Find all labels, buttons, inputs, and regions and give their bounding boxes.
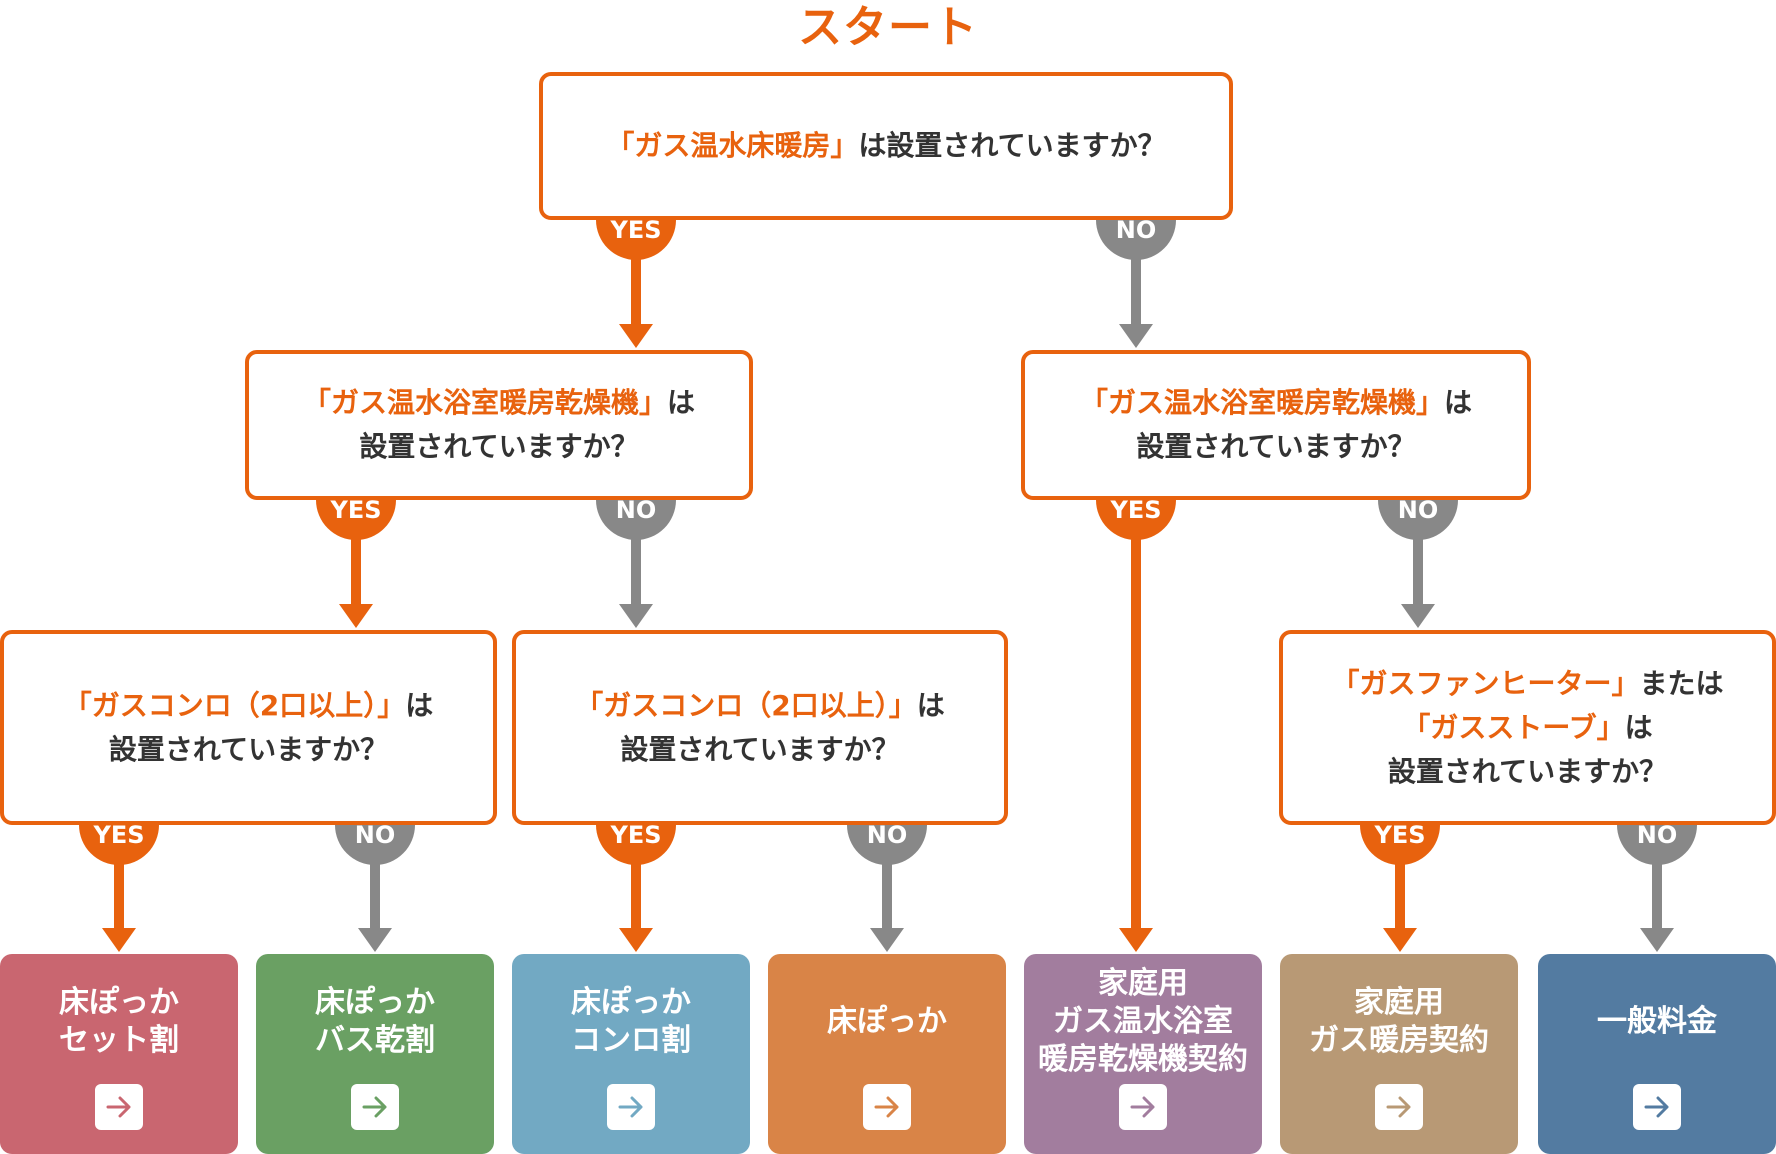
q3-line2: 設置されていますか？ xyxy=(1136,430,1416,463)
arrow-down-icon xyxy=(1119,928,1153,952)
arrow-down-icon xyxy=(619,604,653,628)
q6-tail1: または xyxy=(1639,666,1724,700)
question-gas-floor-heating: 「ガス温水床暖房」は設置されていますか？ xyxy=(539,72,1233,220)
q1-highlight: 「ガス温水床暖房」 xyxy=(606,129,859,162)
arrow-down-icon xyxy=(1119,324,1153,348)
result-yuka-pokka[interactable]: 床ぽっか xyxy=(768,954,1006,1154)
arrow-down-icon xyxy=(358,928,392,952)
question-bath-dryer-yes-branch: 「ガス温水浴室暖房乾燥機」は 設置されていますか？ xyxy=(245,350,753,500)
arrow-right-icon[interactable] xyxy=(607,1084,655,1130)
result-line: セット割 xyxy=(59,1022,179,1058)
q5-tail: は xyxy=(916,688,945,722)
q2-tail: は xyxy=(667,386,696,419)
result-line: 床ぽっか xyxy=(571,984,691,1020)
result-yuka-pokka-konro-wari[interactable]: 床ぽっかコンロ割 xyxy=(512,954,750,1154)
result-yuka-pokka-set-wari[interactable]: 床ぽっかセット割 xyxy=(0,954,238,1154)
arrow-down-icon xyxy=(1401,604,1435,628)
q2-highlight: 「ガス温水浴室暖房乾燥機」 xyxy=(302,386,667,419)
arrow-right-icon[interactable] xyxy=(1119,1084,1167,1130)
question-fan-heater: 「ガスファンヒーター」または 「ガスストーブ」は 設置されていますか？ xyxy=(1279,630,1776,825)
arrow-down-icon xyxy=(339,604,373,628)
arrow-down-icon xyxy=(102,928,136,952)
result-line: 一般料金 xyxy=(1597,1003,1717,1039)
arrow-down-icon xyxy=(619,324,653,348)
result-line: ガス温水浴室 xyxy=(1053,1003,1233,1039)
arrow-down-icon xyxy=(1383,928,1417,952)
result-line: 家庭用 xyxy=(1098,965,1188,1001)
arrow-right-icon[interactable] xyxy=(351,1084,399,1130)
result-gas-heating-contract[interactable]: 家庭用ガス暖房契約 xyxy=(1280,954,1518,1154)
question-gas-stove-right: 「ガスコンロ（2口以上）」は 設置されていますか？ xyxy=(512,630,1008,825)
question-bath-dryer-no-branch: 「ガス温水浴室暖房乾燥機」は 設置されていますか？ xyxy=(1021,350,1531,500)
arrow-down-icon xyxy=(619,928,653,952)
result-line: バス乾割 xyxy=(315,1022,435,1058)
q3-highlight: 「ガス温水浴室暖房乾燥機」 xyxy=(1079,386,1444,419)
q6-line3: 設置されていますか？ xyxy=(1387,754,1668,788)
q6-highlight2: 「ガスストーブ」 xyxy=(1402,710,1625,744)
arrow-right-icon[interactable] xyxy=(1633,1084,1681,1130)
arrow-right-icon[interactable] xyxy=(1375,1084,1423,1130)
q6-highlight1: 「ガスファンヒーター」 xyxy=(1331,666,1640,700)
result-yuka-pokka-bath-wari[interactable]: 床ぽっかバス乾割 xyxy=(256,954,494,1154)
question-gas-stove-left: 「ガスコンロ（2口以上）」は 設置されていますか？ xyxy=(0,630,497,825)
q4-tail: は xyxy=(405,688,434,722)
arrow-right-icon[interactable] xyxy=(95,1084,143,1130)
q5-highlight: 「ガスコンロ（2口以上）」 xyxy=(575,688,917,722)
result-general-rate[interactable]: 一般料金 xyxy=(1538,954,1776,1154)
result-line: 暖房乾燥機契約 xyxy=(1038,1041,1248,1077)
arrow-right-icon[interactable] xyxy=(863,1084,911,1130)
q4-highlight: 「ガスコンロ（2口以上）」 xyxy=(63,688,406,722)
q5-line2: 設置されていますか？ xyxy=(620,732,900,766)
q1-rest: は設置されていますか？ xyxy=(858,129,1166,162)
q4-line2: 設置されていますか？ xyxy=(108,732,389,766)
result-bath-dryer-contract[interactable]: 家庭用ガス温水浴室暖房乾燥機契約 xyxy=(1024,954,1262,1154)
result-line: 床ぽっか xyxy=(315,984,435,1020)
result-line: 床ぽっか xyxy=(59,984,179,1020)
start-title: スタート xyxy=(798,2,978,53)
q2-line2: 設置されていますか？ xyxy=(359,430,639,463)
arrow-down-icon xyxy=(1640,928,1674,952)
result-line: ガス暖房契約 xyxy=(1309,1022,1489,1058)
q6-tail2: は xyxy=(1624,710,1653,744)
result-line: コンロ割 xyxy=(571,1022,691,1058)
result-line: 床ぽっか xyxy=(827,1003,947,1039)
result-line: 家庭用 xyxy=(1354,984,1444,1020)
q3-tail: は xyxy=(1444,386,1473,419)
arrow-down-icon xyxy=(870,928,904,952)
